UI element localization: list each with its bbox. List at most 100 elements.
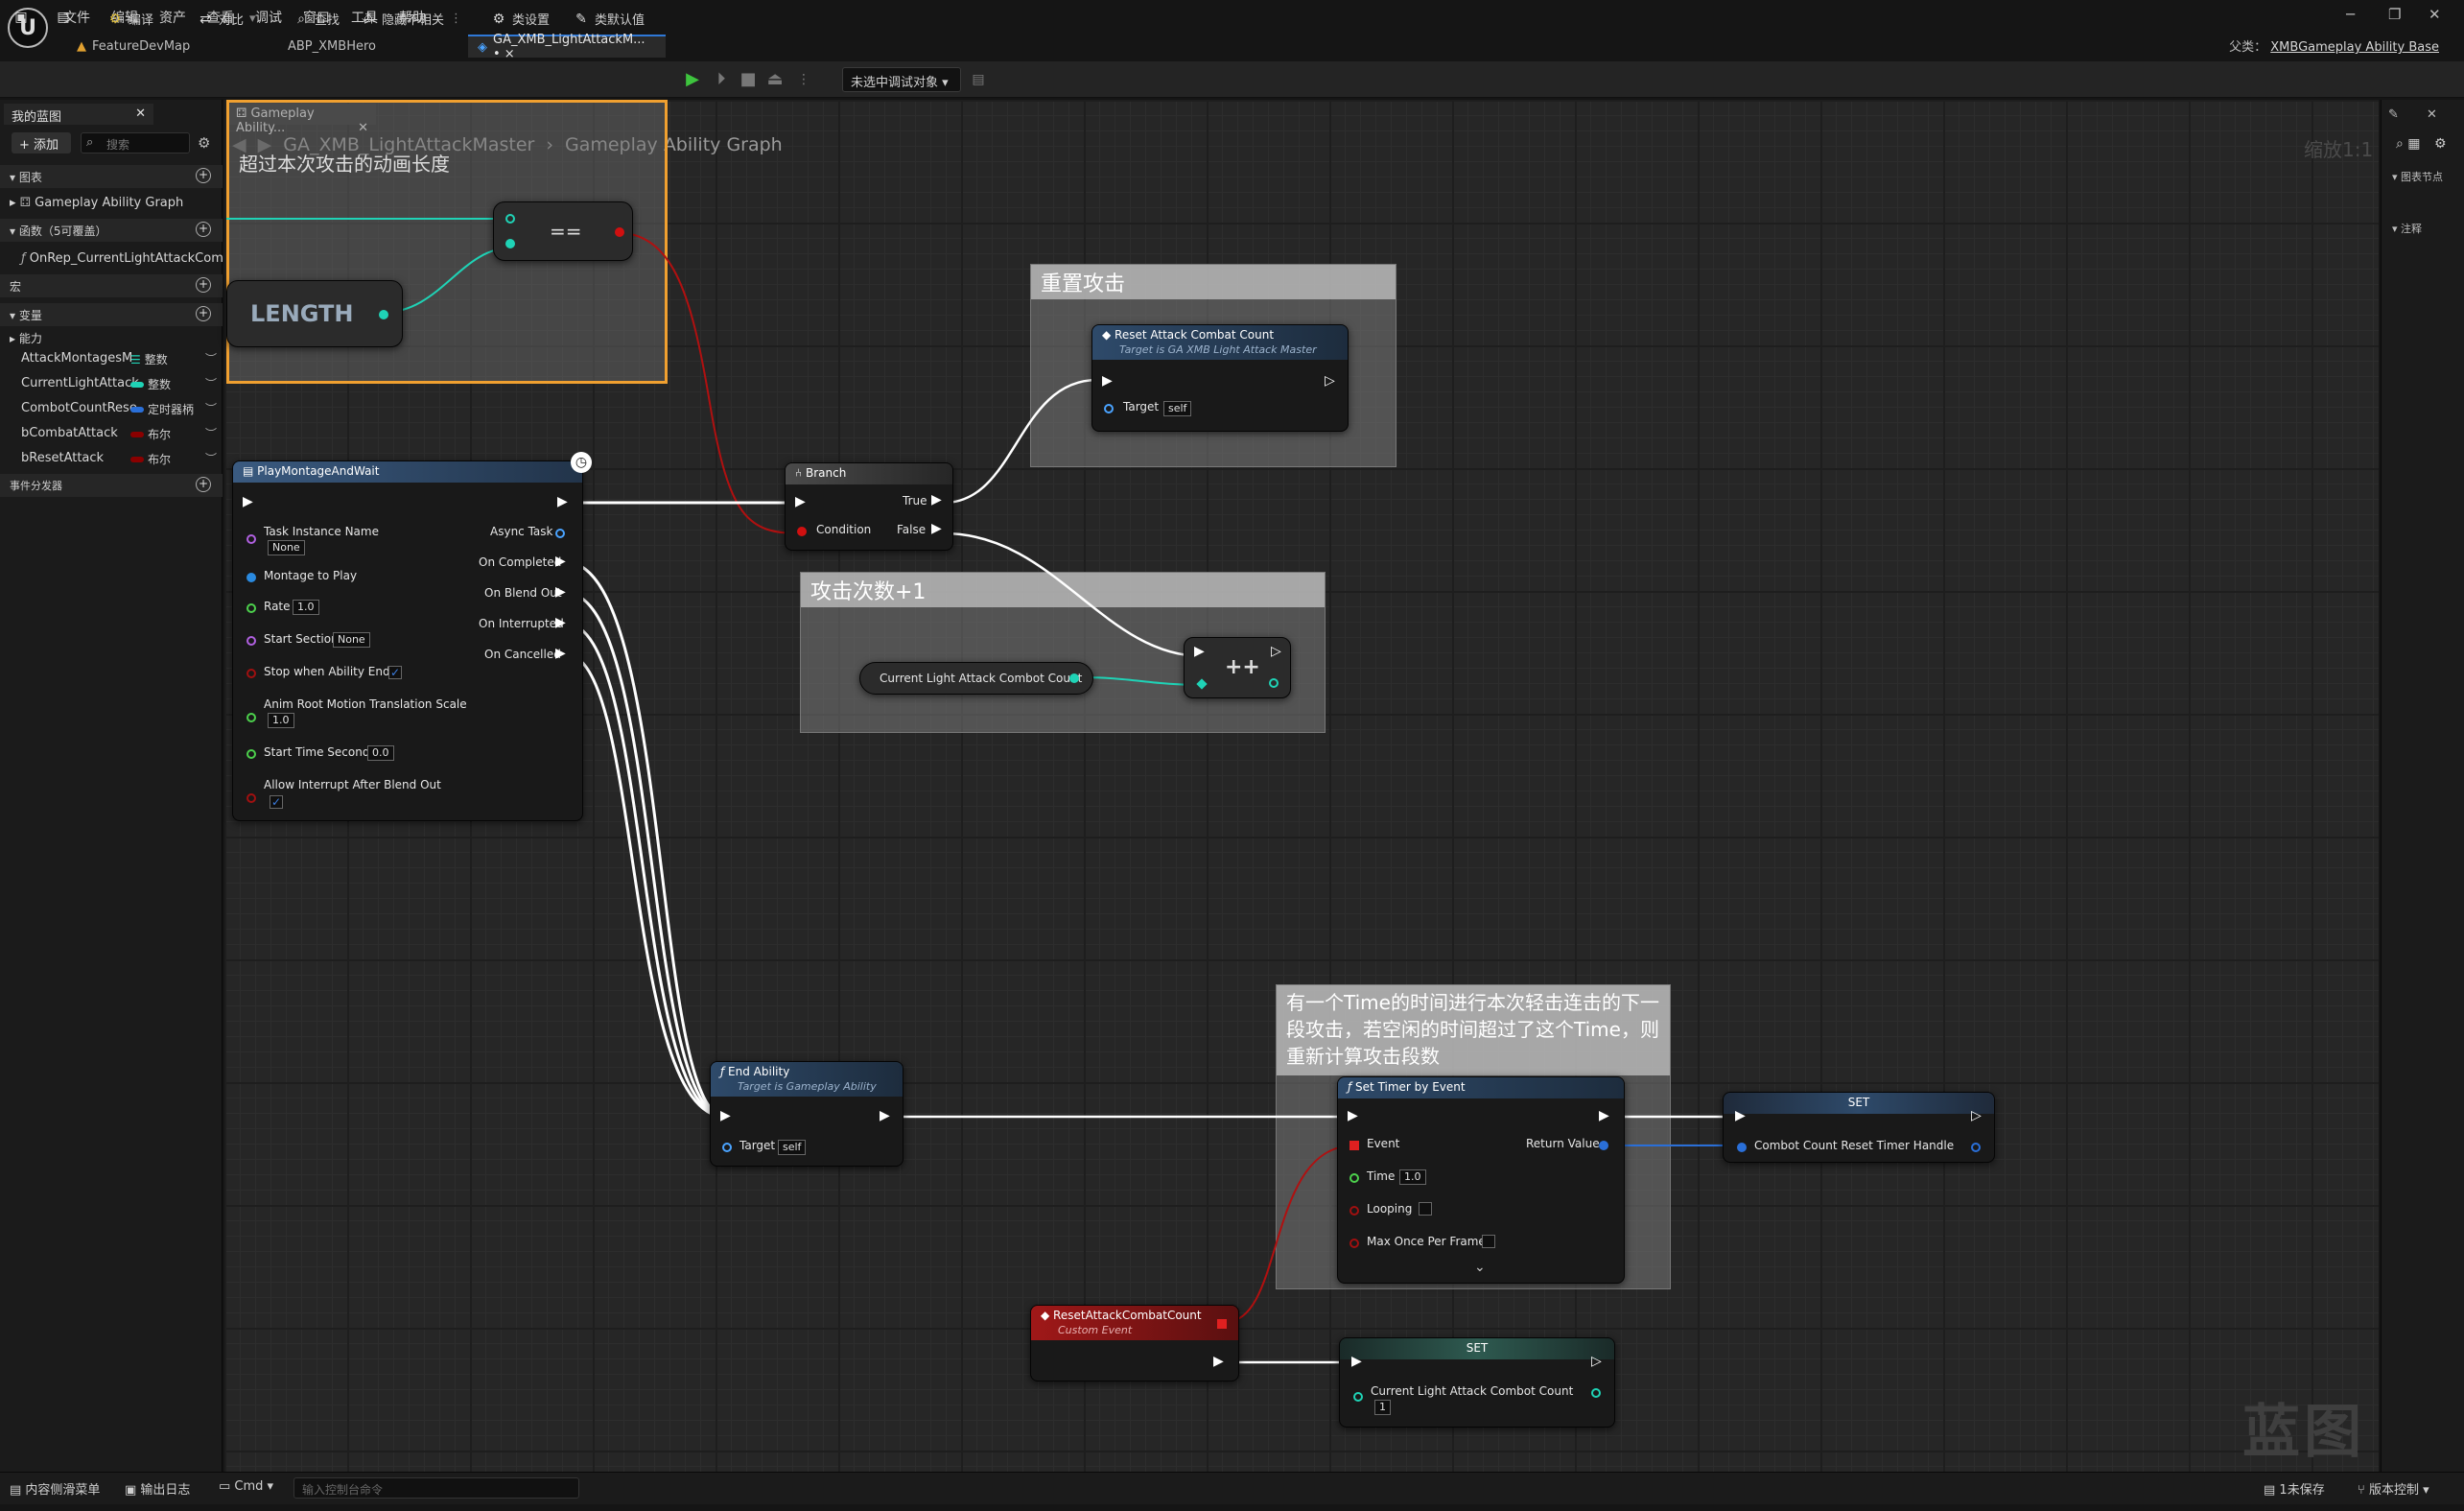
exec-in-pin-icon[interactable]: ▶ [1348, 1108, 1358, 1123]
exec-out-pin-icon[interactable]: ▷ [1971, 1108, 1982, 1123]
close-tab-icon[interactable]: ✕ [358, 121, 368, 135]
search-input[interactable]: 搜索 [81, 132, 190, 153]
menu-tools[interactable]: 工具 [351, 11, 378, 26]
add-button[interactable]: + 添加 [12, 132, 71, 153]
class-settings-button[interactable]: ⚙类设置 [492, 11, 551, 29]
input-pin-icon[interactable] [505, 239, 515, 248]
section-dispatchers[interactable]: 事件分发器+ [0, 474, 223, 497]
output-pin-icon[interactable] [1269, 678, 1279, 688]
length-node[interactable]: LENGTH [226, 280, 403, 347]
pencil-icon[interactable]: ✎ [2388, 107, 2399, 122]
pin-icon[interactable] [1349, 1206, 1359, 1216]
exec-out-pin-icon[interactable]: ▶ [555, 554, 566, 569]
menu-window[interactable]: 窗口 [303, 11, 330, 26]
forward-icon[interactable]: ▶ [257, 134, 272, 155]
menu-view[interactable]: 查看 [207, 11, 234, 26]
branch-node[interactable]: ⑃ Branch ▶ Condition True ▶ False ▶ [785, 462, 953, 551]
my-blueprint-tab[interactable]: 我的蓝图 ✕ [4, 104, 153, 125]
play-montage-and-wait-node[interactable]: ▤ PlayMontageAndWait ◷ ▶ ▶ Task Instance… [232, 452, 592, 821]
exec-out-pin-icon[interactable]: ▶ [880, 1108, 890, 1123]
set-timer-handle-node[interactable]: SET ▶ ▷ Combot Count Reset Timer Handle [1723, 1092, 1995, 1163]
pin-icon[interactable] [246, 713, 256, 722]
input-pin-icon[interactable] [1196, 678, 1208, 690]
exec-out-pin-icon[interactable]: ▷ [1325, 373, 1335, 389]
hide-unrelated-button[interactable]: ⁂隐藏不相关⋮ [362, 11, 463, 29]
time-value[interactable]: 1.0 [1399, 1169, 1426, 1185]
graph-nodes-section[interactable]: ▾ 图表节点 [2392, 171, 2444, 183]
add-variable-icon[interactable]: + [196, 306, 211, 321]
exec-out-pin-icon[interactable]: ▶ [1599, 1108, 1609, 1123]
output-pin-icon[interactable] [1591, 1388, 1601, 1398]
menu-file[interactable]: 文件 [63, 11, 90, 26]
content-drawer-button[interactable]: ▤ 内容侧滑菜单 [10, 1483, 101, 1498]
anim-root-value[interactable]: 1.0 [268, 713, 294, 728]
play-icon[interactable]: ▶ [686, 69, 699, 89]
debug-object-select[interactable]: 未选中调试对象 ▾ [842, 67, 961, 92]
class-defaults-button[interactable]: ✎类默认值 [574, 10, 645, 29]
output-pin-icon[interactable] [379, 310, 388, 319]
expand-chevron-icon[interactable]: ⌄ [1474, 1260, 1486, 1275]
target-value[interactable]: self [778, 1140, 807, 1155]
add-function-icon[interactable]: + [196, 222, 211, 237]
menu-help[interactable]: 帮助 [399, 11, 426, 26]
section-variables[interactable]: ▾ 变量+ [0, 303, 223, 326]
allow-interrupt-checkbox[interactable]: ✓ [270, 795, 283, 809]
add-graph-icon[interactable]: + [196, 168, 211, 183]
close-tab-icon[interactable]: ✕ [135, 106, 146, 121]
delegate-pin-icon[interactable] [1217, 1319, 1227, 1329]
task-instance-name-value[interactable]: None [268, 540, 305, 555]
start-section-value[interactable]: None [333, 632, 370, 648]
search-icon[interactable]: ⌕ ▦ [2396, 136, 2421, 152]
function-item[interactable]: ƒ OnRep_CurrentLightAttackComb [21, 251, 223, 266]
output-pin-icon[interactable] [615, 227, 624, 237]
more-icon[interactable]: ⋮ [797, 72, 810, 87]
stop-icon[interactable]: ■ [739, 69, 757, 89]
debug-browse-icon[interactable]: ▤ [972, 72, 985, 87]
eject-icon[interactable]: ⏏ [766, 69, 784, 89]
doc-tab-abp-xmbhero[interactable]: ABP_XMBHero [288, 38, 376, 54]
exec-out-pin-icon[interactable]: ▶ [555, 615, 566, 630]
unsaved-button[interactable]: ▤ 1未保存 [2264, 1483, 2325, 1498]
doc-tab-ga-xmb-lightattack[interactable]: ◈ GA_XMB_LightAttackM... • × [468, 33, 666, 61]
false-exec-pin-icon[interactable]: ▶ [931, 521, 942, 536]
add-dispatcher-icon[interactable]: + [196, 477, 211, 492]
minimize-icon[interactable]: ─ [2346, 6, 2356, 23]
stop-when-ends-checkbox[interactable]: ✓ [388, 666, 402, 679]
graph-tab[interactable]: ⚃ Gameplay Ability... ✕ [226, 104, 376, 135]
browse-icon[interactable]: ▤ [57, 10, 70, 25]
exec-in-pin-icon[interactable]: ▶ [720, 1108, 731, 1123]
pin-icon[interactable] [1349, 1173, 1359, 1183]
back-icon[interactable]: ◀ [232, 134, 246, 155]
chevron-down-icon[interactable]: ︶ [205, 402, 218, 415]
parent-class-link[interactable]: XMBGameplay Ability Base [2270, 40, 2439, 55]
input-pin-icon[interactable] [1737, 1143, 1747, 1152]
input-pin-icon[interactable] [1353, 1392, 1363, 1402]
find-button[interactable]: ⌕查找 [293, 10, 340, 29]
unreal-logo-icon[interactable]: U [8, 8, 48, 48]
exec-out-pin-icon[interactable]: ▶ [555, 584, 566, 600]
pin-icon[interactable] [246, 534, 256, 544]
custom-event-node[interactable]: ◆ ResetAttackCombatCount Custom Event ▶ [1030, 1305, 1239, 1381]
target-value[interactable]: self [1163, 401, 1192, 416]
exec-out-pin-icon[interactable]: ▷ [1271, 644, 1281, 659]
exec-out-pin-icon[interactable]: ▶ [555, 646, 566, 661]
output-pin-icon[interactable] [1069, 673, 1079, 683]
console-command-input[interactable]: 输入控制台命令 [293, 1477, 579, 1499]
restore-icon[interactable]: ❐ [2388, 6, 2402, 23]
output-pin-icon[interactable] [1971, 1143, 1981, 1152]
exec-out-pin-icon[interactable]: ▷ [1591, 1354, 1602, 1369]
exec-in-pin-icon[interactable]: ▶ [1735, 1108, 1746, 1123]
chevron-down-icon[interactable]: ︶ [205, 352, 218, 366]
pin-icon[interactable] [246, 603, 256, 613]
section-macros[interactable]: 宏+ [0, 274, 223, 297]
start-time-value[interactable]: 0.0 [367, 745, 394, 761]
input-pin-icon[interactable] [505, 214, 515, 224]
max-once-checkbox[interactable] [1482, 1235, 1495, 1248]
exec-in-pin-icon[interactable]: ▶ [1102, 373, 1113, 389]
section-functions[interactable]: ▾ 函数（5可覆盖）+ [0, 219, 223, 242]
breadcrumb-blueprint[interactable]: GA_XMB_LightAttackMaster [283, 134, 535, 155]
pin-icon[interactable] [246, 573, 256, 582]
compile-button[interactable]: ⚙编译⋮ [108, 11, 173, 29]
